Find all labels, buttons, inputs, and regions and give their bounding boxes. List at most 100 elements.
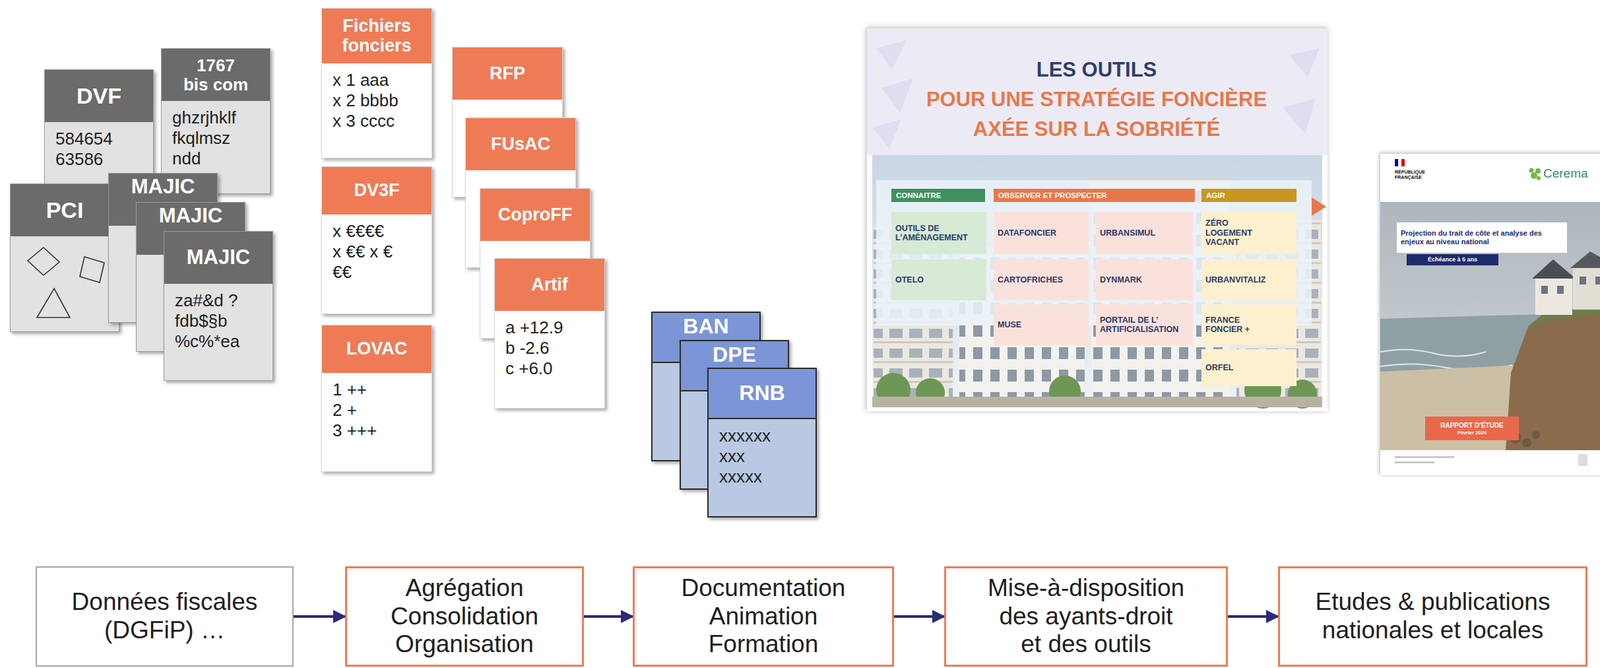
file-card: DV3Fx €€€€ x €€ x €€€: [321, 166, 433, 315]
report-illustration-part: [1530, 172, 1538, 179]
flow-arrow: [1227, 614, 1279, 618]
tool-name: URBANVITALIZ: [1205, 275, 1266, 285]
card-content: 1 ++ 2 + 3 +++: [321, 372, 396, 448]
cover-text: RAPPORT D’ÉTUDE: [1429, 421, 1515, 430]
parcel-shapes-part: [36, 288, 70, 318]
logo-name: Cerema: [1543, 166, 1589, 181]
tool-name: FRANCE FONCIER +: [1205, 315, 1272, 335]
tool-name: DATAFONCIER: [997, 228, 1057, 238]
report-illustration-part: [1557, 285, 1564, 294]
report-illustration-part: [1532, 259, 1576, 279]
tool-name: DYNMARK: [1099, 275, 1143, 285]
step-label: Mise-à-disposition des ayants-droit et d…: [973, 574, 1199, 659]
report-illustration-part: [1578, 453, 1588, 466]
card-content: x 1 aaa x 2 bbbb x 3 cccc: [321, 63, 419, 139]
brochure-illustration-part: [881, 78, 914, 113]
report-illustration-part: [1380, 349, 1513, 371]
card-title: FUsAC: [465, 118, 576, 171]
card-title: LOVAC: [321, 325, 432, 373]
tool-name: OUTILS DE L’AMÉNAGEMENT: [895, 223, 983, 243]
category-band: OBSERVER ET PROSPECTER: [993, 188, 1195, 202]
process-box: Données fiscales (DGFiP) …: [35, 566, 294, 667]
report-illustration-part: [1394, 455, 1455, 458]
cover-label: Projection du trait de côte et analyse d…: [1396, 222, 1568, 253]
brochure-cover: CONNAITRE OBSERVER ET PROSPECTER AGIR OUTIL…: [866, 27, 1327, 411]
tool-name: CARTOFRICHES: [997, 275, 1063, 285]
tool-tag: DATAFONCIER: [993, 211, 1089, 255]
report-illustration-part: [1595, 276, 1600, 285]
parcel-shapes-part: [79, 256, 105, 283]
brochure-illustration-part: [1088, 177, 1233, 183]
report-illustration-part: [1380, 363, 1513, 371]
process-box: Etudes & publications nationales et loca…: [1278, 566, 1588, 667]
report-illustration-part: [1529, 168, 1535, 173]
tool-name: MUSE: [997, 320, 1022, 330]
report-illustration-part: [1380, 364, 1546, 450]
card-content: x €€€€ x €€ x €€€: [321, 214, 413, 290]
cover-label: RAPPORT D’ÉTUDEFévrier 2024: [1425, 416, 1519, 441]
report-illustration-part: [1380, 349, 1486, 356]
brochure-illustration-part: [866, 28, 1328, 412]
report-illustration-part: [1570, 251, 1600, 268]
card-content: xxxxxx xxx xxxxx: [708, 418, 790, 495]
cover-label: Échéance à 5 ans: [1406, 254, 1499, 266]
report-illustration-part: [1394, 159, 1399, 167]
brochure-illustration-part: [872, 396, 1323, 408]
brochure-subtitle: POUR UNE STRATÉGIE FONCIÈRE AXÉE SUR LA …: [911, 84, 1282, 144]
parcel-shapes-part: [27, 247, 60, 276]
brochure-illustration-part: [876, 180, 1312, 326]
brochure-title: LES OUTILS: [866, 54, 1327, 85]
file-card: Artifa +12.9 b -2.6 c +6.0: [494, 257, 606, 409]
process-box: Agrégation Consolidation Organisation: [345, 566, 584, 667]
card-title: MAJIC: [164, 231, 273, 284]
process-box: Documentation Animation Formation: [632, 566, 895, 667]
report-illustration-part: [1380, 201, 1600, 450]
brochure-illustration-part: [872, 155, 1323, 408]
report-illustration-part: [1529, 168, 1542, 181]
brochure-illustration-part: [876, 372, 911, 408]
report-illustration-part: [1572, 265, 1600, 310]
card-title: RFP: [452, 47, 563, 100]
report-illustration-part: [1528, 304, 1600, 327]
report-illustration-part: [1380, 312, 1600, 380]
report-illustration-part: [1398, 159, 1402, 167]
card-content: ghzrjhklf fkqlmsz ndd: [161, 100, 259, 177]
step-label: Agrégation Consolidation Organisation: [365, 574, 564, 659]
tool-tag: URBANVITALIZ: [1201, 259, 1297, 301]
brochure-illustration-part: [1282, 98, 1316, 134]
card-title: CoproFF: [480, 188, 590, 241]
card-title: 1767 bis com: [161, 48, 270, 101]
brochure-illustration-part: [1049, 375, 1081, 408]
tool-name: ORFEL: [1205, 362, 1234, 373]
publisher-name: RÉPUBLIQUE FRANÇAISE: [1394, 169, 1432, 180]
report-illustration-part: [1536, 176, 1541, 181]
brochure-illustration-part: [1289, 48, 1320, 78]
category-label: CONNAITRE: [896, 188, 981, 202]
report-illustration-part: [1522, 438, 1532, 448]
file-card: LOVAC1 ++ 2 + 3 +++: [321, 324, 433, 472]
step-label: Documentation Animation Formation: [664, 574, 863, 659]
tool-tag: FRANCE FONCIER +: [1201, 304, 1297, 346]
data-source-card: MAJICza#&d ?fdb$§b %c%*ea: [163, 230, 274, 381]
card-title: RNB: [708, 368, 816, 419]
tool-name: OTELO: [895, 275, 924, 285]
step-label: Etudes & publications nationales et loca…: [1294, 587, 1572, 644]
report-illustration-part: [1394, 461, 1435, 464]
tool-tag: DYNMARK: [1095, 259, 1193, 301]
report-illustration-part: [1535, 276, 1573, 315]
brochure-illustration-part: [1311, 197, 1327, 216]
step-label: Données fiscales (DGFiP) …: [52, 587, 278, 644]
report-illustration-part: [1505, 304, 1600, 450]
reference-card: RNBxxxxxx xxx xxxxx: [707, 367, 817, 518]
card-content: za#&d ?fdb$§b %c%*ea: [164, 283, 262, 359]
tool-tag: URBANSIMUL: [1095, 211, 1193, 255]
process-box: Mise-à-disposition des ayants-droit et d…: [944, 566, 1228, 667]
tool-name: ZÉRO LOGEMENT VACANT: [1205, 218, 1257, 247]
tool-tag: OTELO: [891, 259, 987, 301]
brochure-illustration-part: [866, 28, 1328, 156]
card-title: Fichiers fonciers: [321, 8, 432, 64]
category-band: AGIR: [1201, 188, 1297, 202]
report-illustration-part: [1532, 430, 1540, 439]
card-title: DV3F: [321, 166, 432, 215]
